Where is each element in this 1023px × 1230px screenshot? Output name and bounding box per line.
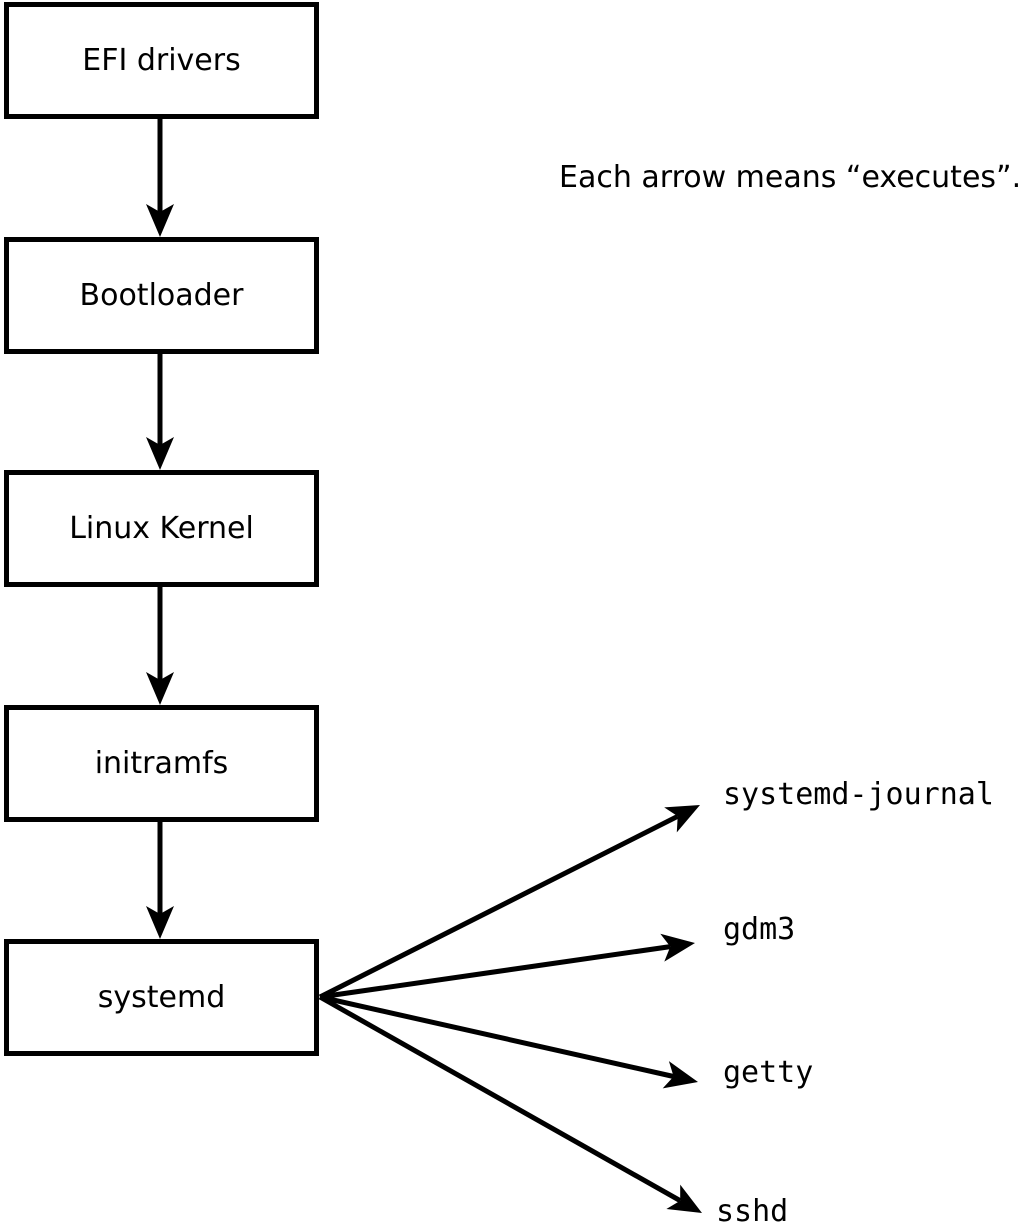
node-systemd: systemd <box>4 939 319 1056</box>
node-efi-drivers-label: EFI drivers <box>82 42 241 78</box>
arrow-systemd-to-sshd <box>318 994 702 1213</box>
node-initramfs-label: initramfs <box>94 745 229 781</box>
arrow-efi-drivers-to-bootloader <box>146 119 174 237</box>
label-getty: getty <box>723 1055 814 1090</box>
node-initramfs: initramfs <box>4 705 319 822</box>
arrow-systemd-to-gdm3 <box>319 933 695 1000</box>
arrow-initramfs-to-systemd <box>146 822 174 939</box>
arrow-linux-kernel-to-initramfs <box>146 587 174 705</box>
node-linux-kernel: Linux Kernel <box>4 470 319 587</box>
label-systemd-journal: systemd-journal <box>723 777 994 812</box>
arrow-bootloader-to-linux-kernel <box>146 354 174 470</box>
label-gdm3: gdm3 <box>723 912 796 947</box>
node-linux-kernel-label: Linux Kernel <box>69 510 254 546</box>
annotation-note: Each arrow means “executes”. <box>559 160 1022 195</box>
arrow-systemd-to-systemd-journal <box>318 805 700 1000</box>
node-bootloader: Bootloader <box>4 237 319 354</box>
node-systemd-label: systemd <box>97 979 226 1015</box>
arrow-systemd-to-getty <box>319 994 698 1089</box>
node-bootloader-label: Bootloader <box>79 277 244 313</box>
label-sshd: sshd <box>716 1194 789 1229</box>
node-efi-drivers: EFI drivers <box>4 2 319 119</box>
